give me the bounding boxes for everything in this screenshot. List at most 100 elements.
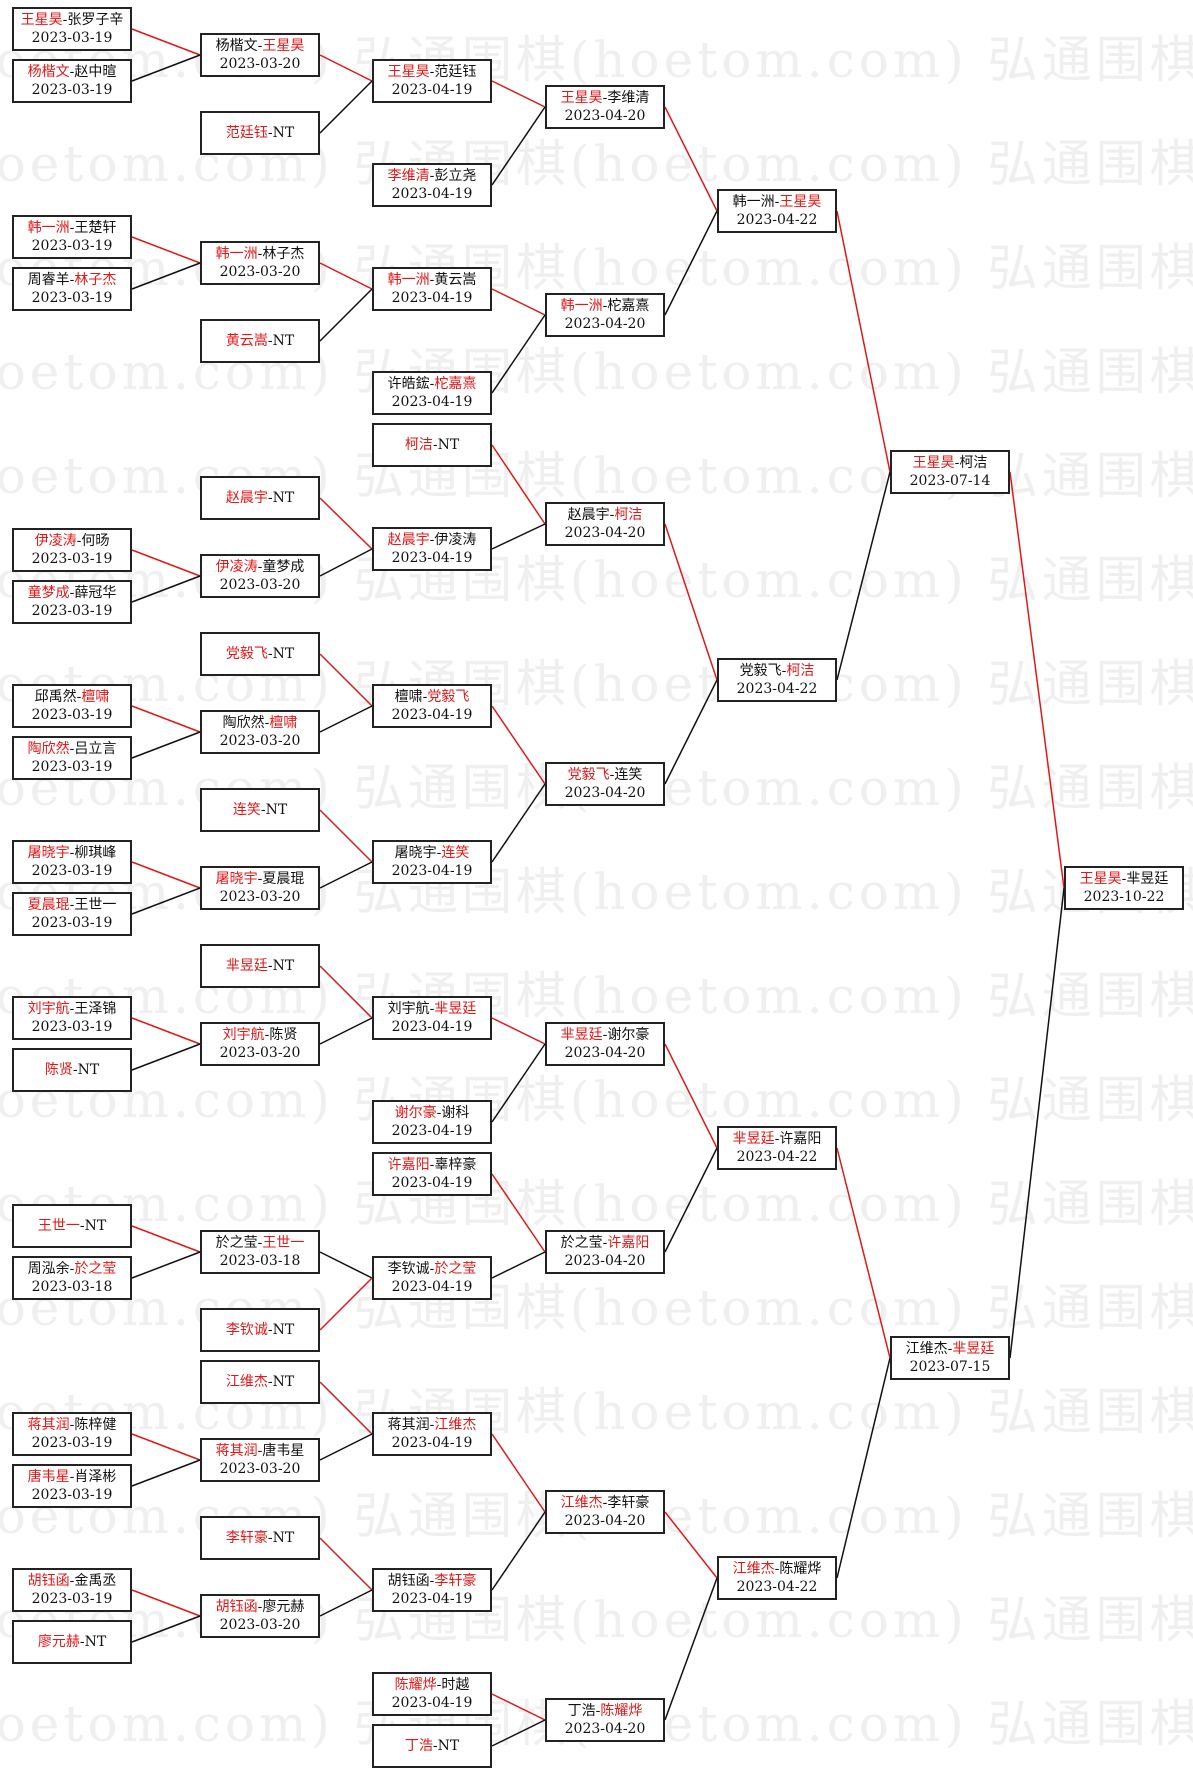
match-players: 伊凌涛-何旸 (35, 532, 110, 550)
match-players: 陶欣然-吕立言 (28, 740, 117, 758)
match-players: 许皓鋐-柁嘉熹 (388, 375, 477, 393)
player-separator: - (429, 272, 435, 288)
player-separator: - (62, 12, 68, 28)
match-date: 2023-03-19 (31, 707, 113, 723)
player-separator: - (69, 845, 75, 861)
match-box: 廖元赫-NT (12, 1620, 132, 1664)
player-1: 於之莹 (560, 1235, 603, 1251)
player-2: NT (272, 958, 295, 974)
player-2: 辜梓豪 (434, 1157, 477, 1173)
bracket-connector (664, 1147, 718, 1253)
player-1: 许嘉阳 (387, 1157, 430, 1173)
match-players: 王星昊-范廷钰 (388, 63, 477, 81)
match-players: 屠晓宇-连笑 (395, 844, 470, 862)
player-separator: - (267, 1374, 273, 1390)
match-players: 李钦诚-NT (226, 1321, 294, 1339)
match-box: 党毅飞-NT (200, 632, 320, 676)
match-date: 2023-03-19 (31, 915, 113, 931)
player-1: 党毅飞 (225, 646, 268, 662)
player-1: 刘宇航 (27, 1001, 70, 1017)
match-players: 唐韦星-肖泽彬 (28, 1468, 117, 1486)
player-separator: - (267, 333, 273, 349)
player-1: 王星昊 (1079, 871, 1122, 887)
player-2: 江维杰 (434, 1417, 477, 1433)
player-1: 党毅飞 (567, 767, 610, 783)
match-players: 胡钰函-李轩豪 (388, 1572, 477, 1590)
bracket-connector (319, 809, 373, 863)
match-players: 廖元赫-NT (38, 1633, 106, 1651)
match-box: 赵晨宇-NT (200, 476, 320, 520)
player-separator: - (436, 1105, 442, 1121)
match-players: 韩一洲-柁嘉熹 (561, 297, 650, 315)
player-separator: - (257, 1443, 263, 1459)
player-1: 杨楷文 (27, 64, 70, 80)
player-separator: - (79, 1218, 85, 1234)
match-date: 2023-04-22 (736, 681, 818, 697)
player-separator: - (429, 1573, 435, 1589)
player-2: 党毅飞 (427, 689, 470, 705)
player-1: 於之莹 (215, 1235, 258, 1251)
match-date: 2023-04-22 (736, 1149, 818, 1165)
match-players: 屠晓宇-夏晨琨 (216, 870, 305, 888)
player-1: 刘宇航 (222, 1027, 265, 1043)
match-players: 党毅飞-连笑 (568, 766, 643, 784)
player-1: 周泓余 (27, 1261, 70, 1277)
player-separator: - (257, 559, 263, 575)
bracket-connector (664, 1043, 718, 1149)
bracket-connector (319, 262, 373, 290)
player-1: 芈昱廷 (225, 958, 268, 974)
match-players: 周泓余-於之莹 (28, 1260, 117, 1278)
match-box: 江维杰-NT (200, 1360, 320, 1404)
bracket-connector (131, 1251, 201, 1279)
player-1: 江维杰 (225, 1374, 268, 1390)
player-1: 李钦诚 (387, 1261, 430, 1277)
player-separator: - (264, 715, 270, 731)
match-date: 2023-04-19 (391, 82, 473, 98)
player-1: 韩一洲 (560, 298, 603, 314)
bracket-connector (664, 679, 718, 785)
match-players: 陈贤-NT (45, 1061, 99, 1079)
player-1: 檀啸 (394, 689, 423, 705)
bracket-connector (836, 1357, 891, 1579)
bracket-connector (1009, 471, 1065, 889)
match-players: 陶欣然-檀啸 (223, 714, 298, 732)
player-1: 屠晓宇 (394, 845, 437, 861)
bracket-connector (491, 444, 546, 525)
match-players: 童梦成-薛冠华 (28, 584, 117, 602)
player-2: NT (272, 333, 295, 349)
player-2: 柯洁 (959, 455, 988, 471)
match-players: 蒋其润-陈梓健 (28, 1416, 117, 1434)
player-1: 唐韦星 (27, 1469, 70, 1485)
match-players: 柯洁-NT (405, 436, 459, 454)
player-separator: - (69, 1573, 75, 1589)
player-2: 肖泽彬 (74, 1469, 117, 1485)
match-date: 2023-03-19 (31, 1019, 113, 1035)
player-2: 童梦成 (262, 559, 305, 575)
match-players: 韩一洲-王楚轩 (28, 219, 117, 237)
match-players: 江维杰-李轩豪 (561, 1494, 650, 1512)
match-date: 2023-04-19 (391, 1279, 473, 1295)
player-1: 童梦成 (27, 585, 70, 601)
player-separator: - (429, 64, 435, 80)
match-box: 陈贤-NT (12, 1048, 132, 1092)
player-1: 王星昊 (387, 64, 430, 80)
match-players: 杨楷文-赵中暄 (28, 63, 117, 81)
player-separator: - (774, 194, 780, 210)
player-1: 范廷钰 (225, 125, 268, 141)
player-1: 韩一洲 (27, 220, 70, 236)
player-separator: - (602, 1495, 608, 1511)
bracket-connector (491, 314, 546, 394)
player-1: 陶欣然 (27, 741, 70, 757)
